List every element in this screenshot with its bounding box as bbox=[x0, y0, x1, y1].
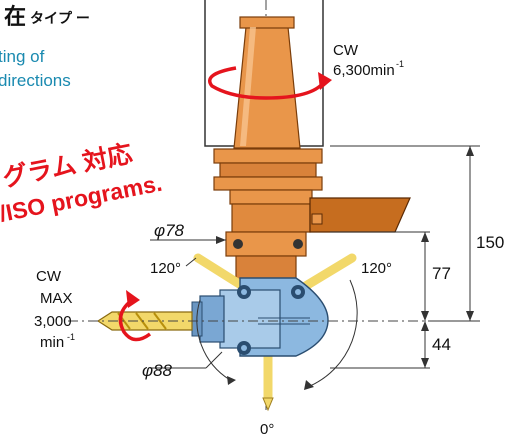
dim-phi88: φ88 bbox=[142, 361, 173, 380]
header-subtitle-line2: directions bbox=[0, 71, 71, 90]
tool-rotation-label: CW bbox=[36, 268, 62, 285]
tool-speed-unit: min bbox=[40, 334, 64, 351]
dim-150: 150 bbox=[476, 233, 504, 252]
angle-label-left: 120° bbox=[150, 260, 181, 277]
tool-max-label: MAX bbox=[40, 290, 73, 307]
tool-speed-value: 3,000 bbox=[34, 313, 72, 330]
tool-holder-taper bbox=[233, 16, 301, 149]
angle-head-body bbox=[191, 277, 329, 357]
angle-arc-left bbox=[196, 299, 231, 381]
tool-rotation-arrow bbox=[118, 290, 152, 342]
header-subtitle-line1: ting of bbox=[0, 47, 45, 66]
dimension-lines bbox=[150, 145, 480, 369]
dim-77: 77 bbox=[432, 264, 451, 283]
tool-holder-flange bbox=[213, 148, 323, 233]
header-title-suffix: タイプ ー bbox=[30, 10, 90, 26]
angle-arc-right bbox=[309, 279, 358, 387]
spindle-rotation-arrow bbox=[208, 66, 332, 100]
spindle-speed-label: 6,300min bbox=[333, 62, 395, 79]
dim-phi78: φ78 bbox=[154, 221, 185, 240]
spindle-rotation-label: CW bbox=[333, 42, 359, 59]
head-collar bbox=[225, 231, 307, 281]
header-title-main: 在 bbox=[4, 4, 26, 29]
angle-label-right: 120° bbox=[361, 260, 392, 277]
spindle-speed-exponent: -1 bbox=[396, 59, 404, 69]
tool-speed-exponent: -1 bbox=[67, 332, 75, 342]
angle-label-bottom: 0° bbox=[260, 421, 274, 437]
stop-block-arm bbox=[309, 197, 411, 233]
program-banner: グラム 対応 /ISO programs. bbox=[0, 139, 164, 227]
dim-44: 44 bbox=[432, 335, 451, 354]
dimension-arrowheads bbox=[216, 146, 474, 368]
index-spokes bbox=[193, 253, 357, 412]
